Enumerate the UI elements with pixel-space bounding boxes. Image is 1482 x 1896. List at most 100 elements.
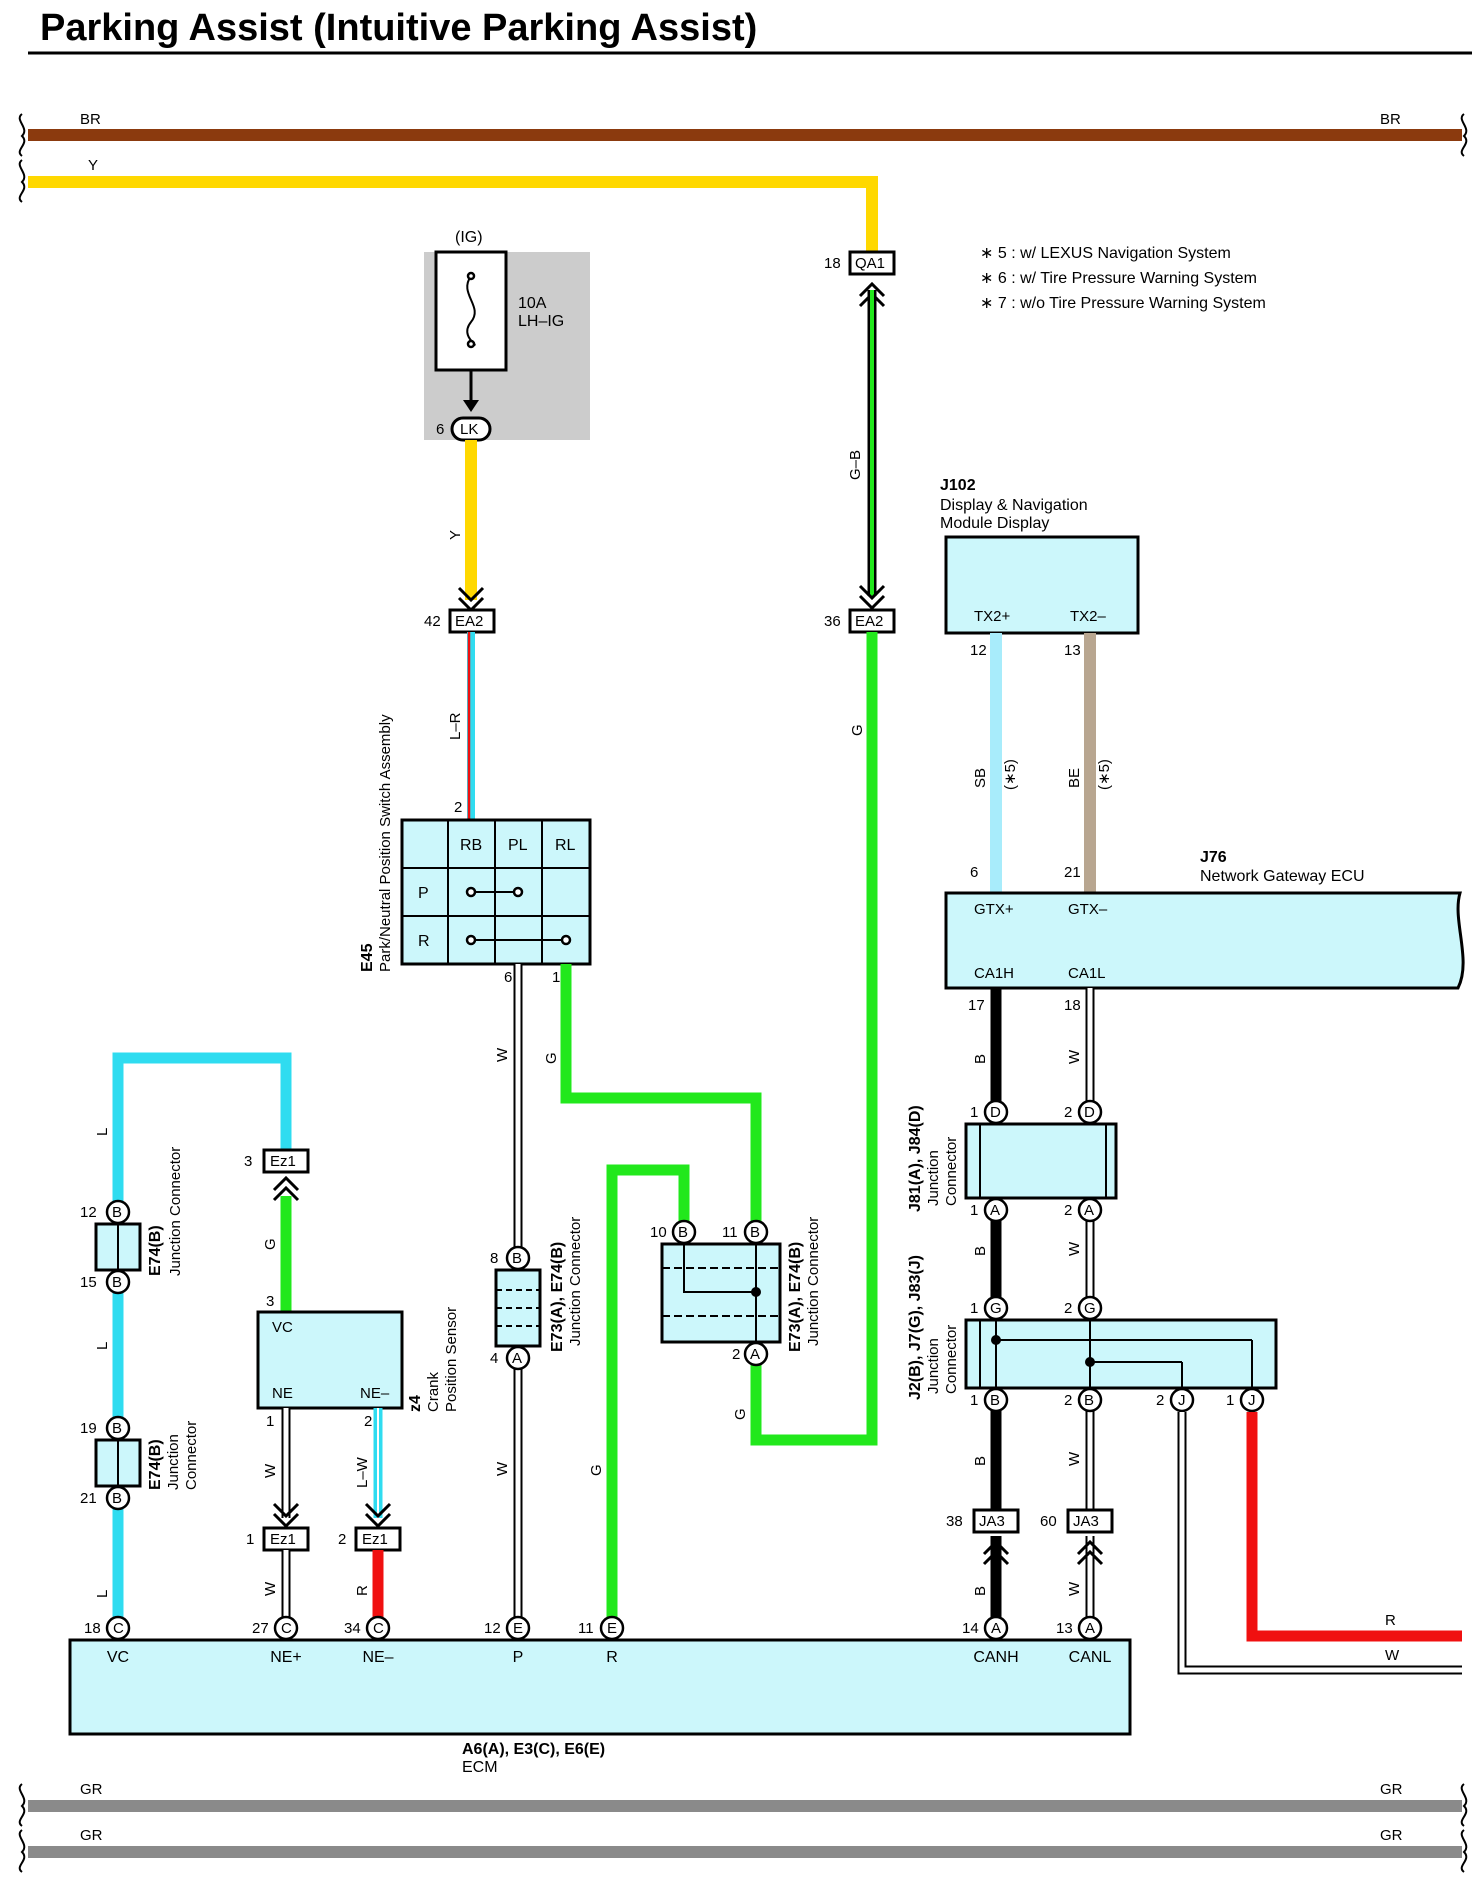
- wire-label-g-e73b: G: [732, 1408, 749, 1420]
- connector-ja3-right: JA3 60: [1040, 1508, 1114, 1566]
- svg-text:E73(A), E74(B): E73(A), E74(B): [787, 1242, 804, 1352]
- ecm-pin-6: [983, 1615, 1009, 1641]
- page-title: Parking Assist (Intuitive Parking Assist…: [40, 7, 757, 49]
- svg-text:J76: J76: [1200, 849, 1227, 866]
- ecm-pin-label: P: [513, 1649, 524, 1666]
- svg-text:J102: J102: [940, 477, 976, 494]
- svg-text:(∗5): (∗5): [1096, 759, 1113, 790]
- ecm-pin-num: 34: [344, 1620, 361, 1637]
- svg-text:1: 1: [970, 1202, 978, 1219]
- bus-gr: GR GR GR GR: [18, 1781, 1468, 1873]
- wire-l-loop: [112, 1052, 292, 1627]
- svg-text:NE–: NE–: [360, 1385, 390, 1402]
- svg-text:CA1H: CA1H: [974, 965, 1014, 982]
- connector-ea2-left: EA2 42: [424, 608, 496, 634]
- wire-label-g-e45: G: [543, 1052, 560, 1064]
- bus-gr2-label-left: GR: [80, 1827, 103, 1844]
- svg-text:D: D: [990, 1104, 1001, 1121]
- svg-text:2: 2: [338, 1531, 346, 1548]
- svg-text:B: B: [750, 1224, 760, 1241]
- svg-text:GTX+: GTX+: [974, 901, 1014, 918]
- ecm-pin-5: [599, 1615, 625, 1641]
- svg-text:12: 12: [80, 1204, 97, 1221]
- svg-text:Connector: Connector: [943, 1137, 960, 1206]
- note-6: ∗ 6 : w/ Tire Pressure Warning System: [980, 270, 1257, 287]
- connector-ja3-left: JA3 38: [946, 1508, 1020, 1566]
- svg-text:W: W: [494, 1461, 511, 1476]
- svg-text:Junction: Junction: [925, 1338, 942, 1394]
- svg-text:A: A: [750, 1346, 760, 1363]
- svg-text:QA1: QA1: [855, 255, 885, 272]
- ecm-pin-num: 18: [84, 1620, 101, 1637]
- wire-label-y-fuse: Y: [447, 530, 464, 540]
- svg-text:6: 6: [970, 864, 978, 881]
- svg-text:B: B: [990, 1392, 1000, 1409]
- ecm-pin-conn: C: [113, 1620, 124, 1637]
- ecm-pin-3: [365, 1615, 391, 1641]
- svg-text:E74(B): E74(B): [147, 1225, 164, 1276]
- svg-text:Connector: Connector: [943, 1325, 960, 1394]
- svg-text:G: G: [1084, 1300, 1096, 1317]
- svg-text:P: P: [418, 885, 429, 902]
- connector-ea2-right: EA2 36: [824, 608, 896, 634]
- svg-text:Ez1: Ez1: [362, 1531, 388, 1548]
- wire-w-z4: W: [262, 1408, 300, 1529]
- svg-text:Junction: Junction: [925, 1150, 942, 1206]
- ecm-pin-label: CANL: [1069, 1649, 1112, 1666]
- wire-l-w: L–W: [354, 1408, 392, 1529]
- ecm-pin-7: [1077, 1615, 1103, 1641]
- bus-y-label: Y: [88, 157, 98, 174]
- svg-text:Ez1: Ez1: [270, 1153, 296, 1170]
- bus-br-label-left: BR: [80, 111, 101, 128]
- ecm-pin-num: 27: [252, 1620, 269, 1637]
- svg-text:8: 8: [490, 1250, 498, 1267]
- connector-ez1-bottom-2: Ez1 2: [338, 1526, 402, 1552]
- connector-qa1: QA1 18: [824, 250, 896, 308]
- ecm-pin-num: 12: [484, 1620, 501, 1637]
- svg-text:Junction Connector: Junction Connector: [567, 1217, 584, 1346]
- svg-text:RB: RB: [460, 837, 482, 854]
- svg-text:CA1L: CA1L: [1068, 965, 1106, 982]
- svg-text:4: 4: [490, 1350, 498, 1367]
- wire-label-w3: W: [1066, 1451, 1083, 1466]
- wire-label-b4: B: [972, 1586, 989, 1596]
- wire-label-l1: L: [94, 1128, 111, 1136]
- wire-be: BE (∗5): [1066, 633, 1113, 893]
- svg-text:21: 21: [1064, 864, 1081, 881]
- bus-y: Y: [18, 157, 878, 262]
- fuse-rating: 10A: [518, 295, 547, 312]
- svg-text:Park/Neutral Position Switch A: Park/Neutral Position Switch Assembly: [377, 714, 394, 972]
- svg-text:3: 3: [244, 1153, 252, 1170]
- ecm-pin-label: NE+: [270, 1649, 302, 1666]
- ecm-pin-conn: C: [281, 1620, 292, 1637]
- svg-text:E74(B): E74(B): [147, 1439, 164, 1490]
- ecm-pin-conn: A: [1085, 1620, 1095, 1637]
- svg-text:1: 1: [970, 1300, 978, 1317]
- connector-ez1-bottom-1: Ez1 1: [246, 1526, 310, 1552]
- wire-sb: SB (∗5): [972, 633, 1019, 893]
- svg-text:17: 17: [968, 997, 985, 1014]
- svg-text:1: 1: [970, 1104, 978, 1121]
- svg-text:B: B: [112, 1204, 122, 1221]
- svg-text:A: A: [512, 1350, 522, 1367]
- svg-text:Ez1: Ez1: [270, 1531, 296, 1548]
- wire-label-b1: B: [972, 1054, 989, 1064]
- svg-text:G: G: [990, 1300, 1002, 1317]
- wire-label-w1: W: [1066, 1049, 1083, 1064]
- svg-text:GTX–: GTX–: [1068, 901, 1108, 918]
- svg-text:z4: z4: [407, 1395, 424, 1412]
- wire-label-b2: B: [972, 1246, 989, 1256]
- wire-g-e45: [560, 964, 762, 1228]
- svg-text:2: 2: [1064, 1300, 1072, 1317]
- wire-w-right: W: [1177, 1412, 1462, 1675]
- svg-text:18: 18: [824, 255, 841, 272]
- svg-text:B: B: [678, 1224, 688, 1241]
- svg-text:L–R: L–R: [447, 712, 464, 740]
- wire-label-r-right: R: [1385, 1612, 1396, 1629]
- wire-label-g-r: G: [588, 1464, 605, 1476]
- jc-e73-e74-right: B B A 10 11 2 E73(A), E74(B) Junction Co…: [650, 1217, 822, 1367]
- svg-text:B: B: [112, 1490, 122, 1507]
- svg-text:TX2+: TX2+: [974, 608, 1011, 625]
- svg-text:2: 2: [364, 1413, 372, 1430]
